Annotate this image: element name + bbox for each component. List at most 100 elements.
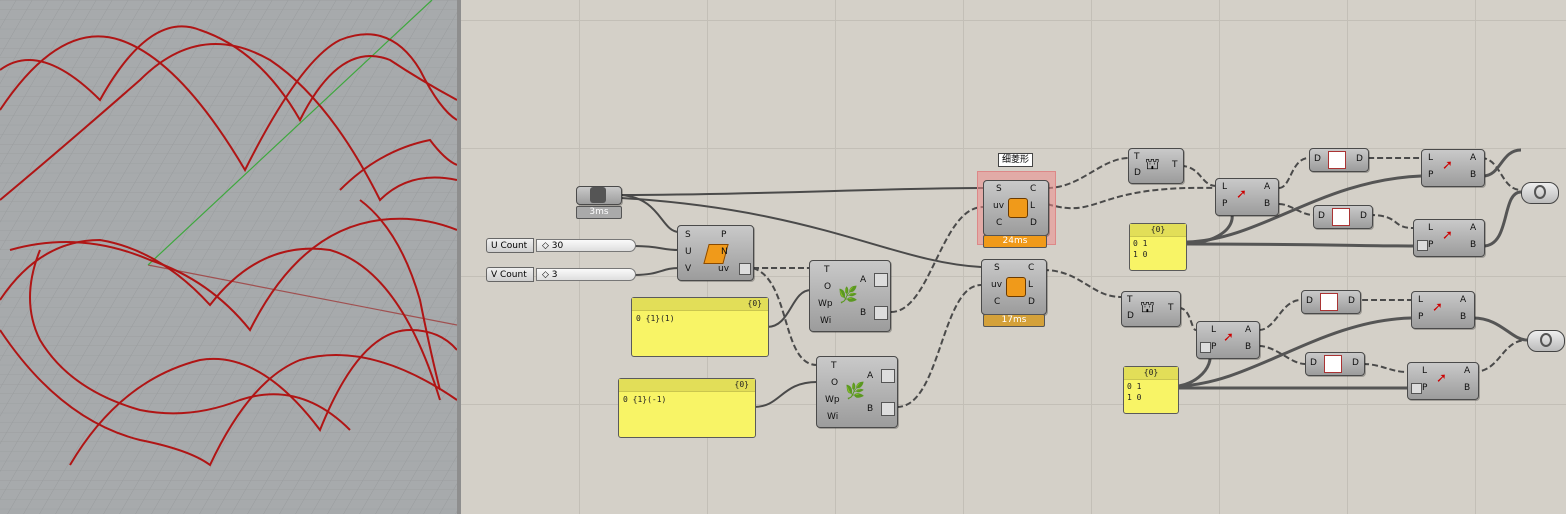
pick-component-3[interactable]: L P ➚ A B bbox=[1421, 149, 1485, 187]
table-icon bbox=[1324, 355, 1342, 373]
u-count-slider[interactable]: U Count ◇ 30 bbox=[486, 238, 636, 254]
port-d: D bbox=[1310, 358, 1317, 368]
slider-track[interactable]: ◇ 3 bbox=[536, 268, 636, 281]
panel-row: 0 1 bbox=[1133, 239, 1148, 248]
slider-label: V Count bbox=[486, 267, 534, 282]
curve-param-icon bbox=[1534, 185, 1546, 199]
dup-component-2[interactable]: D D bbox=[1313, 205, 1373, 229]
port-p: P bbox=[1428, 170, 1434, 180]
panel-row: 0 {1}(1) bbox=[636, 314, 675, 323]
port-uv: uv bbox=[991, 280, 1003, 290]
y-axis-line bbox=[147, 0, 433, 266]
port-s: S bbox=[996, 184, 1002, 194]
port-a: A bbox=[1470, 153, 1477, 163]
tree-icon: 🌿 bbox=[845, 381, 865, 400]
port-d-out: D bbox=[1360, 211, 1367, 221]
dup-component-1[interactable]: D D bbox=[1309, 148, 1369, 172]
port-d: D bbox=[1030, 218, 1037, 228]
pick-icon: ➚ bbox=[1432, 300, 1443, 315]
port-n: N bbox=[721, 247, 728, 257]
curve-component-1[interactable]: S uv C C L D bbox=[983, 180, 1049, 236]
port-b: B bbox=[1264, 199, 1271, 209]
flatten-icon bbox=[881, 402, 895, 416]
port-b: B bbox=[1245, 342, 1252, 352]
port-l: L bbox=[1211, 325, 1217, 335]
panel-2[interactable]: {0} 0 {1}(-1) bbox=[618, 378, 756, 438]
port-b: B bbox=[1470, 170, 1477, 180]
port-d: D bbox=[1134, 168, 1141, 178]
geometry-param[interactable] bbox=[576, 186, 622, 205]
port-a: A bbox=[867, 371, 874, 381]
port-b: B bbox=[1460, 312, 1467, 322]
curve-output-param-2[interactable] bbox=[1527, 330, 1565, 352]
shift-icon: ⛫ bbox=[1140, 297, 1155, 316]
slider-value: 30 bbox=[551, 241, 564, 251]
dup-component-4[interactable]: D D bbox=[1305, 352, 1365, 376]
port-d: D bbox=[1314, 154, 1321, 164]
slider-value: 3 bbox=[551, 270, 558, 280]
rhino-viewport[interactable] bbox=[0, 0, 457, 514]
shift-component-1[interactable]: T D ⛫ T bbox=[1128, 148, 1184, 184]
geometry-icon bbox=[590, 187, 606, 203]
port-d: D bbox=[1306, 296, 1313, 306]
pick-component-6[interactable]: L P ➚ A B bbox=[1407, 362, 1479, 400]
port-u: U bbox=[685, 247, 692, 257]
pick-component-5[interactable]: L P ➚ A B bbox=[1411, 291, 1475, 329]
flatten-icon bbox=[881, 369, 895, 383]
pick-icon: ➚ bbox=[1442, 158, 1453, 173]
timer-badge: 3ms bbox=[576, 206, 622, 219]
tree-component-2[interactable]: T O Wp Wi 🌿 A B bbox=[816, 356, 898, 428]
port-o: O bbox=[831, 378, 839, 388]
panel-1[interactable]: {0} 0 {1}(1) bbox=[631, 297, 769, 357]
port-p: P bbox=[1211, 342, 1217, 352]
tree-icon: 🌿 bbox=[838, 285, 858, 304]
curve-component-2[interactable]: S uv C C L D bbox=[981, 259, 1047, 315]
curve-icon bbox=[1008, 198, 1028, 218]
port-c: C bbox=[996, 218, 1003, 228]
divide-surface-component[interactable]: S U V P N uv bbox=[677, 225, 754, 281]
pick-component-2[interactable]: L P ➚ A B bbox=[1196, 321, 1260, 359]
red-curves bbox=[0, 25, 457, 467]
panel-header: {0} bbox=[1124, 367, 1178, 380]
curve-output-param-1[interactable] bbox=[1521, 182, 1559, 204]
port-l: L bbox=[1030, 201, 1036, 211]
flatten-icon bbox=[874, 273, 888, 287]
curve-param-icon bbox=[1540, 333, 1552, 347]
viewport-grid bbox=[0, 0, 457, 514]
port-o: O bbox=[824, 282, 832, 292]
pick-icon: ➚ bbox=[1223, 330, 1234, 345]
dup-component-3[interactable]: D D bbox=[1301, 290, 1361, 314]
slider-track[interactable]: ◇ 30 bbox=[536, 239, 636, 252]
port-c: C bbox=[994, 297, 1001, 307]
port-l: L bbox=[1222, 182, 1228, 192]
panel-4[interactable]: {0} 0 1 1 0 bbox=[1123, 366, 1179, 414]
port-t-out: T bbox=[1168, 303, 1174, 313]
v-count-slider[interactable]: V Count ◇ 3 bbox=[486, 267, 636, 283]
pick-component-4[interactable]: L P ➚ A B bbox=[1413, 219, 1485, 257]
reverse-icon bbox=[1411, 383, 1422, 394]
port-t: T bbox=[1127, 295, 1133, 305]
panel-row: 0 {1}(-1) bbox=[623, 395, 667, 404]
port-a: A bbox=[1264, 182, 1271, 192]
pick-icon: ➚ bbox=[1442, 228, 1453, 243]
panel-row: 0 1 bbox=[1127, 382, 1142, 391]
graft-icon bbox=[739, 263, 751, 275]
pick-component-1[interactable]: L P ➚ A B bbox=[1215, 178, 1279, 216]
viewport-drawing bbox=[0, 0, 457, 514]
port-p: P bbox=[1428, 240, 1434, 250]
panel-3[interactable]: {0} 0 1 1 0 bbox=[1129, 223, 1187, 271]
port-s: S bbox=[685, 230, 691, 240]
table-icon bbox=[1328, 151, 1346, 169]
grasshopper-canvas[interactable]: 3ms U Count ◇ 30 V Count ◇ 3 S U V P N u… bbox=[461, 0, 1566, 514]
shift-component-2[interactable]: T D ⛫ T bbox=[1121, 291, 1181, 327]
reverse-icon bbox=[1417, 240, 1428, 251]
port-p: P bbox=[1422, 383, 1428, 393]
port-a: A bbox=[860, 275, 867, 285]
panel-row: 1 0 bbox=[1127, 393, 1142, 402]
slider-label: U Count bbox=[486, 238, 534, 253]
port-t: T bbox=[1134, 152, 1140, 162]
panel-header: {0} bbox=[619, 379, 755, 392]
panel-divider[interactable] bbox=[457, 0, 461, 514]
port-wi: Wi bbox=[820, 316, 832, 326]
tree-component-1[interactable]: T O Wp Wi 🌿 A B bbox=[809, 260, 891, 332]
